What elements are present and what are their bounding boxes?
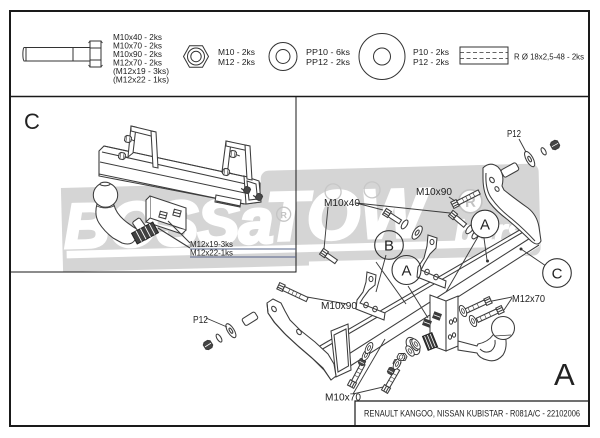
svg-text:P12: P12 xyxy=(507,129,521,140)
svg-text:C: C xyxy=(552,266,563,283)
svg-text:R: R xyxy=(280,210,287,220)
svg-text:PP10 - 6ks: PP10 - 6ks xyxy=(306,47,350,57)
svg-text:M10x70: M10x70 xyxy=(325,393,362,404)
svg-text:(M12x19 - 3ks): (M12x19 - 3ks) xyxy=(113,66,169,76)
svg-text:P10 - 2ks: P10 - 2ks xyxy=(413,47,449,57)
svg-text:P12: P12 xyxy=(193,315,208,326)
svg-text:R Ø 18x2,5-48 - 2ks: R Ø 18x2,5-48 - 2ks xyxy=(514,53,584,62)
svg-text:M10x40 - 2ks: M10x40 - 2ks xyxy=(113,32,162,42)
svg-text:M10x40: M10x40 xyxy=(324,198,361,209)
svg-text:M10x70 - 2ks: M10x70 - 2ks xyxy=(113,41,162,51)
svg-text:M12 - 2ks: M12 - 2ks xyxy=(218,57,255,67)
svg-text:M10x90: M10x90 xyxy=(416,187,453,198)
svg-text:A: A xyxy=(480,217,490,234)
svg-text:R: R xyxy=(465,194,476,211)
svg-text:B: B xyxy=(384,238,394,255)
svg-text:M12x22-1ks: M12x22-1ks xyxy=(190,248,233,258)
svg-text:M10x90 - 2ks: M10x90 - 2ks xyxy=(113,49,162,59)
svg-text:P12 - 2ks: P12 - 2ks xyxy=(413,57,449,67)
svg-text:A: A xyxy=(554,357,575,392)
svg-text:M10x90: M10x90 xyxy=(321,301,358,312)
svg-text:M12x19-3ks: M12x19-3ks xyxy=(190,239,233,249)
svg-text:M12x70: M12x70 xyxy=(512,294,546,305)
svg-text:M12x70 - 2ks: M12x70 - 2ks xyxy=(113,58,162,68)
svg-text:M10 - 2ks: M10 - 2ks xyxy=(218,47,255,57)
svg-text:A: A xyxy=(401,263,411,280)
svg-text:(M12x22 - 1ks): (M12x22 - 1ks) xyxy=(113,75,169,85)
svg-text:PP12 - 2ks: PP12 - 2ks xyxy=(306,57,350,67)
svg-text:RENAULT KANGOO, NISSAN KUBISTA: RENAULT KANGOO, NISSAN KUBISTAR - R081A/… xyxy=(364,409,580,419)
svg-text:C: C xyxy=(24,109,40,134)
